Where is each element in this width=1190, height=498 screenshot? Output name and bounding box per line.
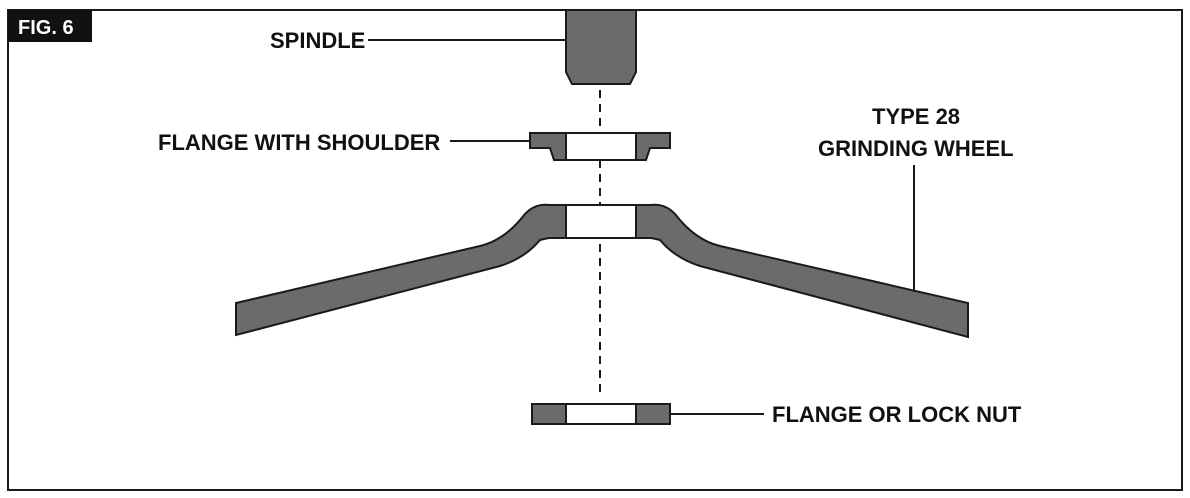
lock-nut-label: FLANGE OR LOCK NUT [772, 402, 1022, 427]
lock-nut-bore [565, 403, 637, 425]
flange-shoulder-bore [565, 132, 637, 161]
figure-tag-background [8, 10, 92, 42]
figure-tag: FIG. 6 [18, 17, 74, 39]
grinding-wheel-bore [565, 204, 637, 239]
spindle-label: SPINDLE [270, 28, 365, 53]
grinding-wheel-label-line2: GRINDING WHEEL [818, 136, 1014, 161]
grinding-wheel-label-line1: TYPE 28 [872, 104, 960, 129]
spindle-shape [565, 9, 637, 85]
flange-shoulder-label: FLANGE WITH SHOULDER [158, 130, 440, 155]
